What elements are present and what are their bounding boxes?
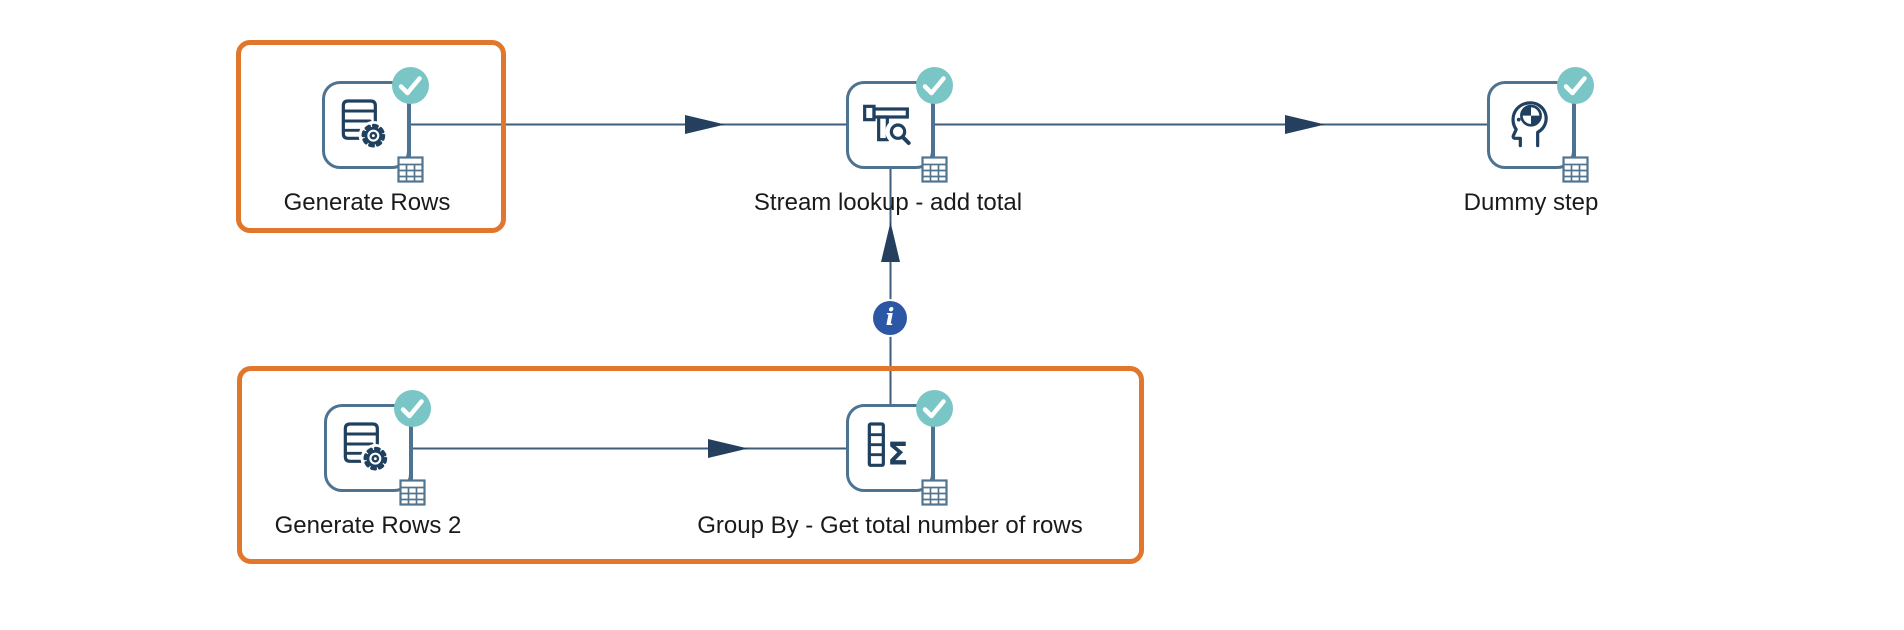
arrowhead-icon [881,222,900,262]
step-node-dummy-step[interactable] [1487,67,1594,183]
step-label-dummy-step: Dummy step [1463,189,1599,216]
badge-connector-line [409,102,411,158]
badge-connector-line [933,102,935,158]
badge-connector-line [1574,102,1576,158]
data-grid-icon [1562,156,1589,183]
group-by-icon: Σ [867,422,908,473]
step-label-generate-rows-2: Generate Rows 2 [274,512,462,539]
info-stream-icon[interactable]: i [873,301,907,335]
gear-icon [360,444,390,474]
check-badge-icon [1557,67,1594,104]
step-node-generate-rows[interactable] [322,67,429,183]
check-badge-icon [916,67,953,104]
dummy-step-icon [1511,101,1548,148]
badge-connector-line [411,425,413,481]
data-grid-icon [921,156,948,183]
step-label-group-by: Group By - Get total number of rows [697,512,1083,539]
gear-icon [358,121,388,151]
check-badge-icon [394,390,431,427]
magnifier-icon [885,119,911,145]
step-label-stream-lookup: Stream lookup - add total [753,189,1023,216]
hop-group-by-to-stream-lookup-info[interactable] [881,169,900,404]
selection-box [236,40,506,233]
hop-generate-rows-to-stream-lookup[interactable] [410,115,846,134]
data-grid-icon [921,479,948,506]
stream-lookup-icon [863,104,911,145]
arrowhead-icon [708,439,748,458]
generate-rows-icon [343,422,390,474]
arrowhead-icon [1285,115,1325,134]
step-node-group-by[interactable]: Σ [846,390,953,506]
step-node-generate-rows-2[interactable] [324,390,431,506]
badge-connector-line [933,425,935,481]
arrowhead-icon [685,115,725,134]
data-grid-icon [399,479,426,506]
selection-box [237,366,1144,564]
check-badge-icon [916,390,953,427]
step-label-generate-rows: Generate Rows [283,189,451,216]
step-node-stream-lookup[interactable] [846,67,953,183]
info-glyph: i [885,303,895,331]
check-badge-icon [392,67,429,104]
sigma-icon: Σ [887,438,908,473]
hop-stream-lookup-to-dummy-step[interactable] [934,115,1487,134]
generate-rows-icon [341,99,388,151]
data-grid-icon [397,156,424,183]
hop-generate-rows-2-to-group-by[interactable] [412,439,846,458]
